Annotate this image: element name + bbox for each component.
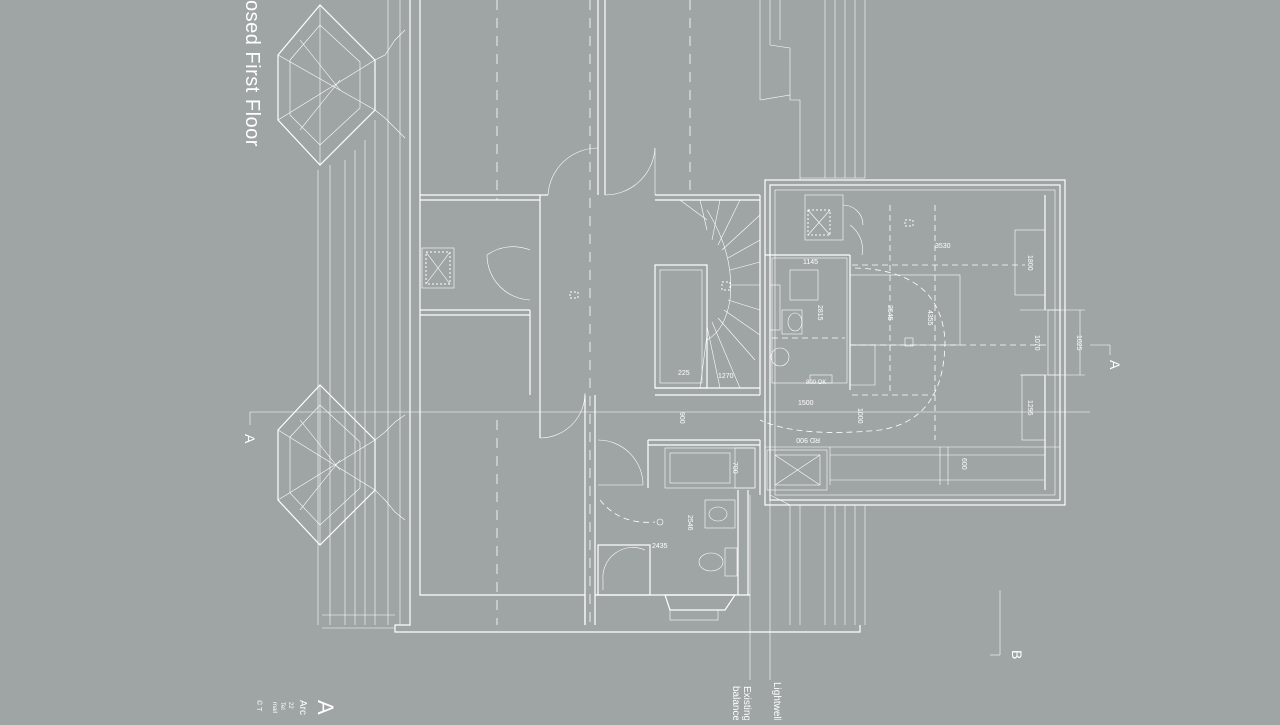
annotation-existing: Existing [741,686,752,720]
annotation-balance: balance [730,686,741,720]
dim-2546: 2546 [686,515,693,531]
annotation-leaders [749,495,771,680]
dim-225: 225 [678,370,690,377]
landing [486,147,760,625]
dim-2815: 2815 [816,305,823,321]
section-a-label-left: A [242,434,258,444]
upper-right-wing [759,0,866,180]
bay-window-top [277,4,406,166]
dim-3530: 3530 [935,243,951,250]
title-block-line-3: Tel [279,702,285,710]
dim-700: 700 [731,462,738,474]
dim-1025: 1025 [1075,335,1082,351]
section-line-a [249,344,1111,425]
dim-1000: 1000 [856,408,863,424]
dim-rd-900: RD 900 [796,436,820,443]
dim-2545: 2545 [886,305,893,321]
bathroom [595,439,761,621]
dim-1070: 1070 [1033,335,1040,351]
section-b-label: B [1009,650,1025,659]
title-block-line-2: 22 [287,702,293,709]
dim-2435: 2435 [652,543,668,550]
left-facade-lines [317,0,401,629]
title-block-line-5: © T [255,700,263,712]
title-block: A Arc 22 Tel mail © T [255,700,338,715]
dashed-guides [496,0,691,625]
dimension-labels: 3530 1145 2815 2545 4355 1070 1025 1500 … [652,243,1082,550]
rear-extension [759,179,1085,506]
skylight [421,247,455,289]
ensuite [765,194,864,390]
dim-1145: 1145 [803,259,818,266]
staircase [654,195,761,396]
section-a-label-right: A [1107,360,1123,370]
dim-1295: 1295 [1026,400,1033,416]
dim-600: 600 [960,458,967,470]
lower-right-wing [769,494,866,625]
title-block-line-1: Arc [297,700,308,715]
dim-900: 900 [678,412,685,424]
title-block-letter: A [313,700,338,715]
bay-window-bottom [277,384,406,546]
dim-1500: 1500 [798,400,814,407]
annotation-lightwell: Lightwell [771,682,782,720]
dim-1270: 1270 [718,373,734,380]
dim-4355: 4355 [926,310,933,326]
drawing-title: osed First Floor [241,0,263,147]
dim-800-ok: 800 OK [806,380,826,386]
title-block-line-4: mail [271,702,277,713]
dim-1800: 1800 [1026,255,1033,271]
section-line-b [990,590,1001,656]
